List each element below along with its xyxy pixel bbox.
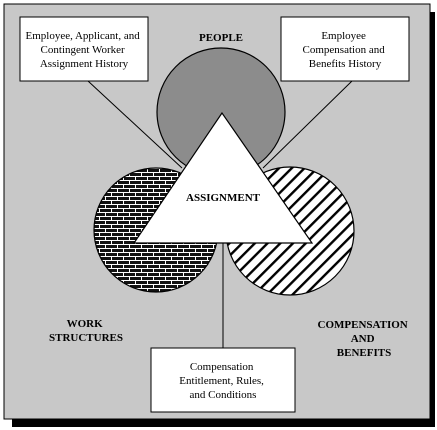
assignment-label: ASSIGNMENT — [186, 192, 261, 204]
assignment-history-box — [19, 16, 149, 82]
assignment-triangle — [132, 111, 314, 244]
connector-line-compensation-history — [262, 80, 353, 169]
work-structures-label: WORK STRUCTURES — [49, 318, 123, 344]
entitlement-text: Compensation Entitlement, Rules, and Con… — [179, 361, 266, 401]
connector-line-assignment-history — [87, 80, 183, 169]
assignment-history-text: Employee, Applicant, and Contingent Work… — [26, 30, 143, 70]
people-label: PEOPLE — [199, 32, 243, 44]
entitlement-box — [150, 347, 296, 413]
compensation-benefits-label: COMPENSATION AND BENEFITS — [318, 319, 411, 359]
compensation-history-text: Employee Compensation and Benefits Histo… — [303, 30, 388, 70]
compensation-history-box — [280, 16, 410, 82]
